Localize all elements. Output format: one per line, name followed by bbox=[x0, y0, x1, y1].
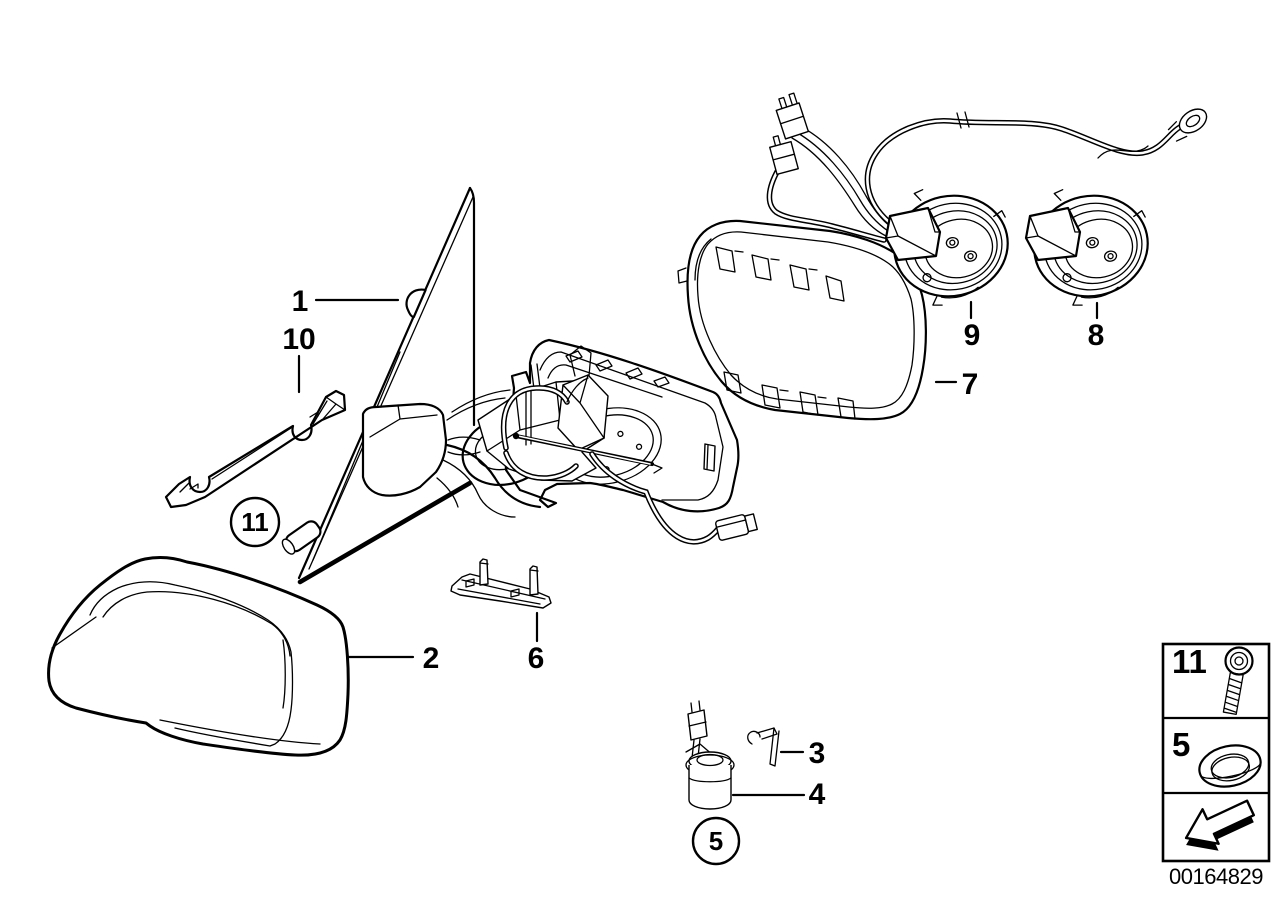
mirror-head-assembly bbox=[361, 338, 758, 545]
part-3-retaining-clip bbox=[747, 727, 780, 767]
callout-5-label[interactable]: 5 bbox=[709, 826, 723, 856]
cable-connector bbox=[715, 513, 758, 541]
part-10-trim-strip bbox=[164, 389, 347, 509]
callout-8[interactable]: 8 bbox=[1088, 301, 1105, 352]
door-edge-line bbox=[297, 480, 473, 585]
callout-2[interactable]: 2 bbox=[347, 642, 440, 675]
callout-4-label[interactable]: 4 bbox=[809, 778, 826, 811]
legend-row-ring: 5 bbox=[1172, 726, 1262, 788]
callout-10-label[interactable]: 10 bbox=[282, 323, 315, 356]
part-1-mirror-base-plate bbox=[297, 186, 476, 585]
part-4-bulb-socket bbox=[685, 700, 735, 810]
pivot-bolt bbox=[281, 520, 322, 555]
direction-arrow-icon[interactable] bbox=[1178, 791, 1258, 862]
callout-7-label[interactable]: 7 bbox=[962, 368, 979, 401]
callout-1-label[interactable]: 1 bbox=[292, 285, 309, 318]
callout-6-label[interactable]: 6 bbox=[528, 642, 545, 675]
callout-6[interactable]: 6 bbox=[528, 611, 545, 675]
callout-4[interactable]: 4 bbox=[731, 778, 826, 811]
callout-2-label[interactable]: 2 bbox=[423, 642, 440, 675]
part-9-actuator bbox=[884, 189, 1009, 306]
socket-head-screw-icon bbox=[1222, 646, 1254, 715]
harness-plug-upper bbox=[775, 92, 810, 140]
ring-terminal bbox=[1167, 108, 1208, 142]
legend-box: 11 5 bbox=[1161, 642, 1271, 863]
part-2-housing-cover bbox=[47, 556, 350, 757]
legend-row-screw: 11 bbox=[1172, 643, 1254, 715]
callout-3-label[interactable]: 3 bbox=[809, 737, 826, 770]
sealing-ring-icon bbox=[1198, 744, 1262, 788]
callout-3[interactable]: 3 bbox=[779, 737, 826, 770]
legend-screw-number: 11 bbox=[1172, 643, 1207, 680]
diagram-part-number: 00164829 bbox=[1169, 864, 1263, 889]
part-6-base-plate bbox=[450, 558, 552, 609]
legend-direction-cell[interactable] bbox=[1178, 791, 1258, 862]
callout-11-circled[interactable]: 11 bbox=[229, 496, 281, 548]
harness-plug-lower bbox=[769, 135, 799, 176]
part-7-mirror-frame bbox=[677, 219, 927, 421]
wiring-harness bbox=[766, 92, 1208, 243]
callout-10[interactable]: 10 bbox=[282, 323, 316, 394]
callout-9[interactable]: 9 bbox=[964, 300, 981, 352]
callout-5-circled[interactable]: 5 bbox=[691, 816, 741, 866]
callout-7[interactable]: 7 bbox=[934, 368, 979, 401]
callout-11-label[interactable]: 11 bbox=[241, 507, 269, 537]
callout-1[interactable]: 1 bbox=[292, 285, 400, 318]
callout-8-label[interactable]: 8 bbox=[1088, 319, 1105, 352]
part-8-actuator bbox=[1024, 189, 1149, 306]
callout-9-label[interactable]: 9 bbox=[964, 319, 981, 352]
legend-ring-number: 5 bbox=[1172, 726, 1190, 763]
